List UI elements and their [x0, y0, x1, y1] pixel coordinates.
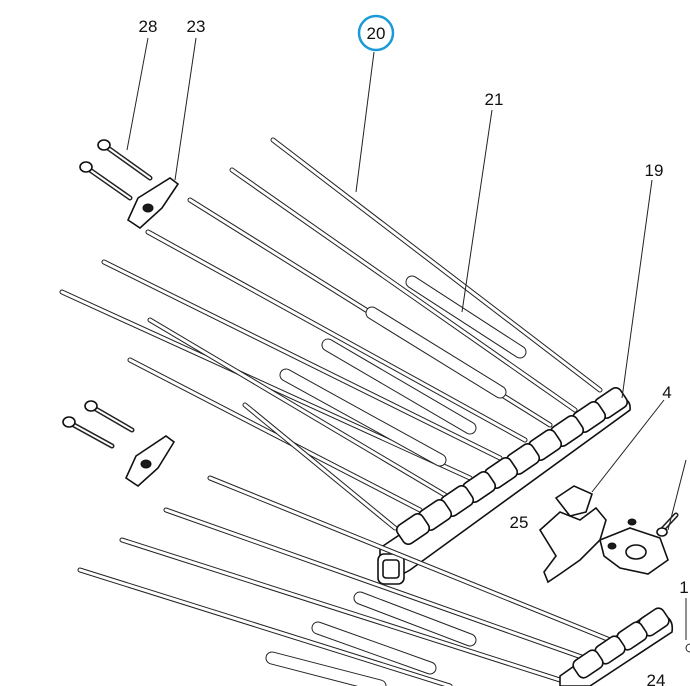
- lower-rod-4: [77, 567, 453, 686]
- hinge-clip-assembly: [538, 485, 679, 584]
- callout-23: 23: [187, 17, 206, 36]
- upper-rod-bundle: [59, 137, 603, 531]
- rod-8: [127, 357, 423, 513]
- callout-19: 19: [645, 161, 664, 180]
- rod-1: [270, 137, 603, 393]
- upper-connector-strip: [377, 387, 631, 585]
- rod-4: [145, 229, 528, 443]
- screw-lower-1: [84, 400, 135, 433]
- lower-rod-sleeves: [265, 591, 477, 686]
- callout-28: 28: [139, 17, 158, 36]
- rod-2: [229, 167, 578, 413]
- screw-upper-1: [97, 139, 153, 181]
- lower-rod-2: [163, 507, 593, 663]
- lower-rod-3: [119, 537, 563, 683]
- callout-24: 24: [647, 671, 666, 686]
- screw-lower-2: [62, 416, 115, 449]
- rod-9: [242, 402, 398, 531]
- callout-1: 1: [679, 578, 688, 597]
- callout-4: 4: [662, 383, 671, 402]
- lower-rod-bundle: [77, 475, 613, 686]
- lower-rod-1: [207, 475, 613, 643]
- bracket-upper: [126, 177, 180, 230]
- rod-5: [101, 259, 503, 461]
- rod-sleeves: [279, 275, 527, 467]
- callout-21: 21: [485, 90, 504, 109]
- highlight-ring: [357, 14, 395, 52]
- connector-links: [395, 387, 629, 545]
- rod-7: [147, 317, 448, 498]
- screw-upper-2: [79, 161, 133, 201]
- screw-pair-lower: [62, 400, 135, 449]
- leader-lines: [126, 37, 690, 653]
- bracket-lower: [124, 435, 176, 488]
- screw-pair-upper: [79, 139, 153, 201]
- callout-25: 25: [510, 513, 529, 532]
- lower-connector-strip: [559, 607, 674, 686]
- callout-20: 20: [367, 24, 386, 43]
- clip-screw: [656, 512, 679, 537]
- rod-6: [59, 289, 473, 481]
